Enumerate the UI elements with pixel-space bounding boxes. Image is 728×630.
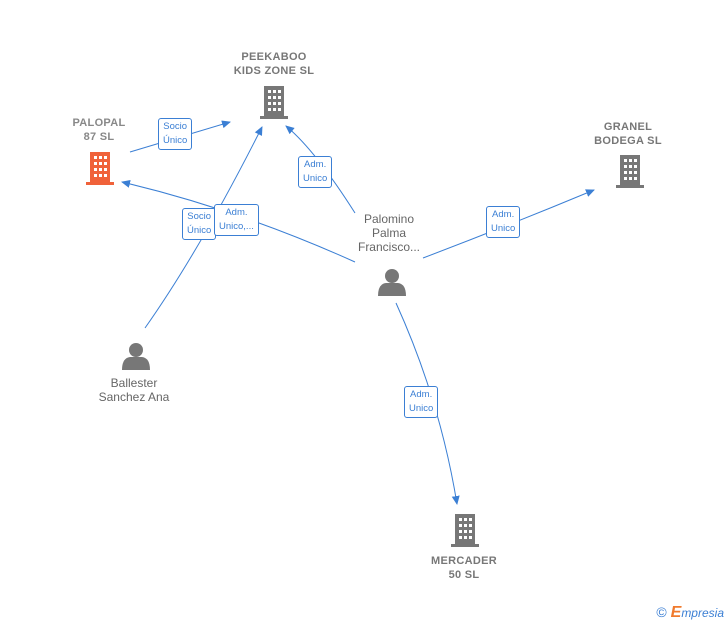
person-icon[interactable] bbox=[122, 343, 150, 370]
empresia-watermark: ©Empresia bbox=[656, 604, 724, 622]
brand-initial: E bbox=[670, 604, 682, 621]
edge-badge-adm-unico-mercader[interactable]: Adm. Unico bbox=[404, 386, 439, 418]
brand-name: mpresia bbox=[681, 606, 724, 620]
copyright-icon: © bbox=[656, 604, 667, 620]
building-icon[interactable] bbox=[451, 514, 479, 547]
company-label-mercader[interactable]: MERCADER 50 SL bbox=[431, 555, 497, 581]
building-icon[interactable] bbox=[86, 152, 114, 185]
company-label-granel[interactable]: GRANEL BODEGA SL bbox=[594, 121, 662, 147]
company-label-peekaboo[interactable]: PEEKABOO KIDS ZONE SL bbox=[233, 51, 315, 77]
person-label-palomino[interactable]: Palomino Palma Francisco... bbox=[357, 212, 420, 254]
edge-badge-socio-unico-2[interactable]: Socio Único bbox=[182, 208, 217, 240]
edge-badge-adm-unico[interactable]: Adm. Unico bbox=[298, 156, 333, 188]
building-icon[interactable] bbox=[260, 86, 288, 120]
person-icon[interactable] bbox=[378, 269, 406, 296]
edge-badge-adm-unico-granel[interactable]: Adm. Unico bbox=[486, 206, 521, 238]
edge-badge-socio-unico[interactable]: Socio Único bbox=[158, 118, 193, 150]
building-icon[interactable] bbox=[616, 155, 644, 188]
company-label-palopal[interactable]: PALOPAL 87 SL bbox=[72, 117, 126, 143]
person-label-ballester[interactable]: Ballester Sanchez Ana bbox=[98, 376, 170, 404]
edge-badge-adm-unico-multi[interactable]: Adm. Unico,... bbox=[214, 204, 259, 236]
